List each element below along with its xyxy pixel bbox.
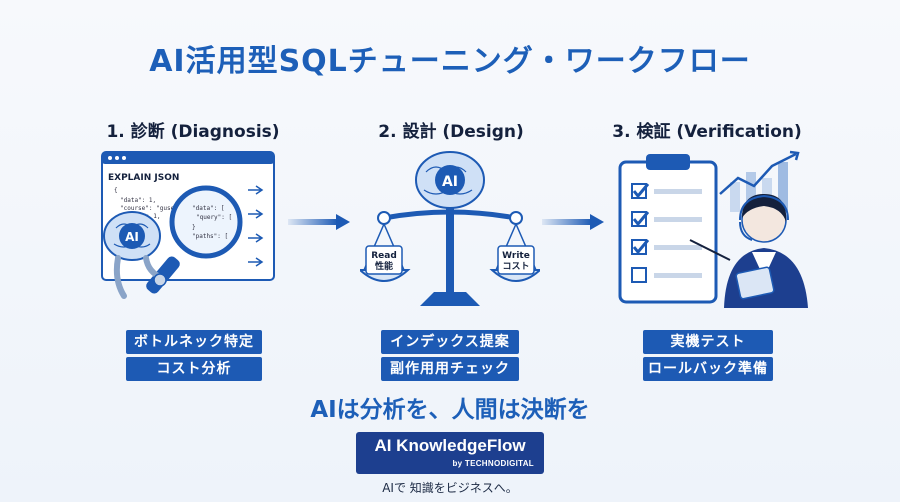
tag-real-test: 実機テスト <box>643 330 773 354</box>
ai-brain-icon: AI <box>415 151 485 209</box>
code-line: "course": "guse <box>120 205 175 212</box>
code-line: { <box>114 187 118 194</box>
checkbox-list <box>631 183 702 283</box>
lens-line: "paths": [ <box>192 233 228 240</box>
brand-tagline: AIで 知識をビジネスへ。 <box>382 481 518 495</box>
checklist-line <box>654 189 702 194</box>
step-2-heading: 2. 設計 (Design) <box>378 122 524 142</box>
step-1-heading: 1. 診断 (Diagnosis) <box>106 122 280 142</box>
check-mark-icon <box>632 183 650 199</box>
check-mark-icon <box>632 211 650 227</box>
checklist-line <box>654 273 702 278</box>
lens-line: } <box>192 224 196 231</box>
design-illustration: AI Read 性能 Write コスト <box>360 151 540 306</box>
tagline: AIは分析を、人間は決断を <box>310 397 590 423</box>
flow-arrow-2 <box>542 214 604 230</box>
checklist-line <box>654 217 702 222</box>
brand-logo: AI KnowledgeFlow by TECHNODIGITAL <box>356 432 544 474</box>
checkbox <box>631 267 647 283</box>
code-line: "data": 1, <box>120 197 156 204</box>
clipboard-icon <box>618 154 718 304</box>
pan-label: 性能 <box>375 260 393 272</box>
tag-index-proposal: インデックス提案 <box>381 330 519 354</box>
ai-badge: AI <box>125 230 139 244</box>
ai-brain-icon: AI <box>103 211 167 299</box>
pan-label: Write <box>502 251 530 261</box>
pan-label: コスト <box>502 261 529 272</box>
ai-badge: AI <box>442 174 458 190</box>
step-3-heading: 3. 検証 (Verification) <box>612 122 802 142</box>
lens-line: "data": [ <box>192 205 225 212</box>
pan-label: Read <box>371 251 397 261</box>
read-performance-pan: Read 性能 <box>360 245 411 282</box>
brand-by: by TECHNODIGITAL <box>452 459 534 468</box>
page-title: AI活用型SQLチューニング・ワークフロー <box>149 44 751 79</box>
check-mark-icon <box>632 239 650 255</box>
flow-arrow-1 <box>288 214 350 230</box>
write-cost-pan: Write コスト <box>489 245 540 282</box>
tag-bottleneck: ボトルネック特定 <box>126 330 262 354</box>
person-icon <box>689 194 808 308</box>
brand-name: AI KnowledgeFlow <box>374 436 526 455</box>
diagnosis-illustration: EXPLAIN JSON { "data": 1, "course": "gus… <box>101 151 275 299</box>
lens-line: "query": [ <box>196 214 232 221</box>
explain-json-label: EXPLAIN JSON <box>108 173 179 183</box>
tag-cost-analysis: コスト分析 <box>126 357 262 381</box>
verification-illustration <box>618 150 808 308</box>
checklist-line <box>654 245 702 250</box>
magnifier-icon: "data": [ "query": [ } "paths": [ <box>146 185 243 294</box>
tag-side-effect-check: 副作用用チェック <box>381 357 519 381</box>
tag-rollback-prep: ロールバック準備 <box>643 357 773 381</box>
